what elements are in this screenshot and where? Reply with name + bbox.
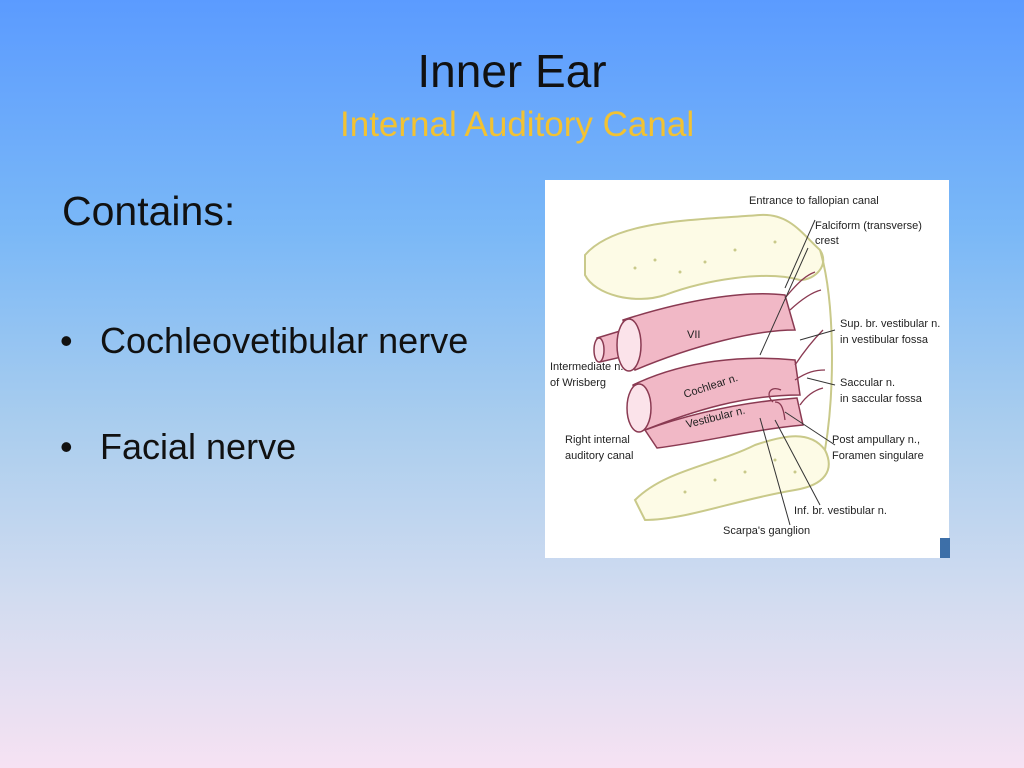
label-saccular-line1: Saccular n. bbox=[840, 377, 895, 389]
leader-lines bbox=[759, 219, 836, 526]
label-post-ampullary-line2: Foramen singulare bbox=[832, 450, 924, 462]
facial-nerve-shape bbox=[622, 292, 796, 372]
cochlear-nerve-shape bbox=[632, 357, 801, 432]
diagram-svg: VII Cochlear n. Vestibular n. Entrance t… bbox=[550, 195, 940, 537]
label-falciform-line1: Falciform (transverse) bbox=[815, 220, 922, 232]
label-intermediate-line2: of Wrisberg bbox=[550, 377, 606, 389]
slide-title: Inner Ear bbox=[417, 45, 607, 97]
nerve-branches bbox=[768, 271, 826, 421]
image-corner-mark bbox=[940, 538, 950, 558]
facial-nerve-end bbox=[616, 318, 642, 372]
label-scarpa-ganglion: Scarpa's ganglion bbox=[723, 525, 810, 537]
bullet-item-facial: • Facial nerve bbox=[60, 424, 480, 470]
bullet-text: Facial nerve bbox=[100, 426, 297, 468]
label-right-canal-line1: Right internal bbox=[565, 434, 630, 446]
bone-speckles bbox=[633, 240, 797, 494]
contains-heading: Contains: bbox=[62, 188, 236, 234]
label-right-canal-line2: auditory canal bbox=[565, 450, 634, 462]
label-intermediate-line1: Intermediate n. bbox=[550, 361, 623, 373]
bullet-dot: • bbox=[60, 426, 73, 468]
upper-bone-shape bbox=[584, 213, 825, 300]
lower-bone-shape bbox=[633, 435, 830, 522]
label-sup-br-line1: Sup. br. vestibular n. bbox=[840, 318, 940, 330]
label-falciform-line2: crest bbox=[815, 235, 839, 247]
bullet-text: Cochleovetibular nerve bbox=[100, 320, 469, 361]
slide-subtitle: Internal Auditory Canal bbox=[340, 105, 695, 144]
label-saccular-line2: in saccular fossa bbox=[840, 393, 923, 405]
inner-ear-diagram: VII Cochlear n. Vestibular n. Entrance t… bbox=[545, 180, 949, 558]
vestibular-nerve-shape bbox=[643, 397, 804, 449]
label-post-ampullary-line1: Post ampullary n., bbox=[832, 434, 920, 446]
label-entrance-fallopian: Entrance to fallopian canal bbox=[749, 195, 879, 207]
bullet-item-cochleovestibular: • Cochleovetibular nerve bbox=[60, 318, 480, 364]
intermediate-nerve-end bbox=[593, 337, 605, 363]
cochlear-nerve-end bbox=[626, 383, 652, 433]
bullet-dot: • bbox=[60, 320, 73, 361]
bullet-list: • Cochleovetibular nerve • Facial nerve bbox=[60, 318, 480, 530]
label-sup-br-line2: in vestibular fossa bbox=[840, 334, 929, 346]
canal-wall bbox=[819, 249, 833, 451]
label-inf-br-vestibular: Inf. br. vestibular n. bbox=[794, 505, 887, 517]
label-vii: VII bbox=[687, 329, 700, 341]
